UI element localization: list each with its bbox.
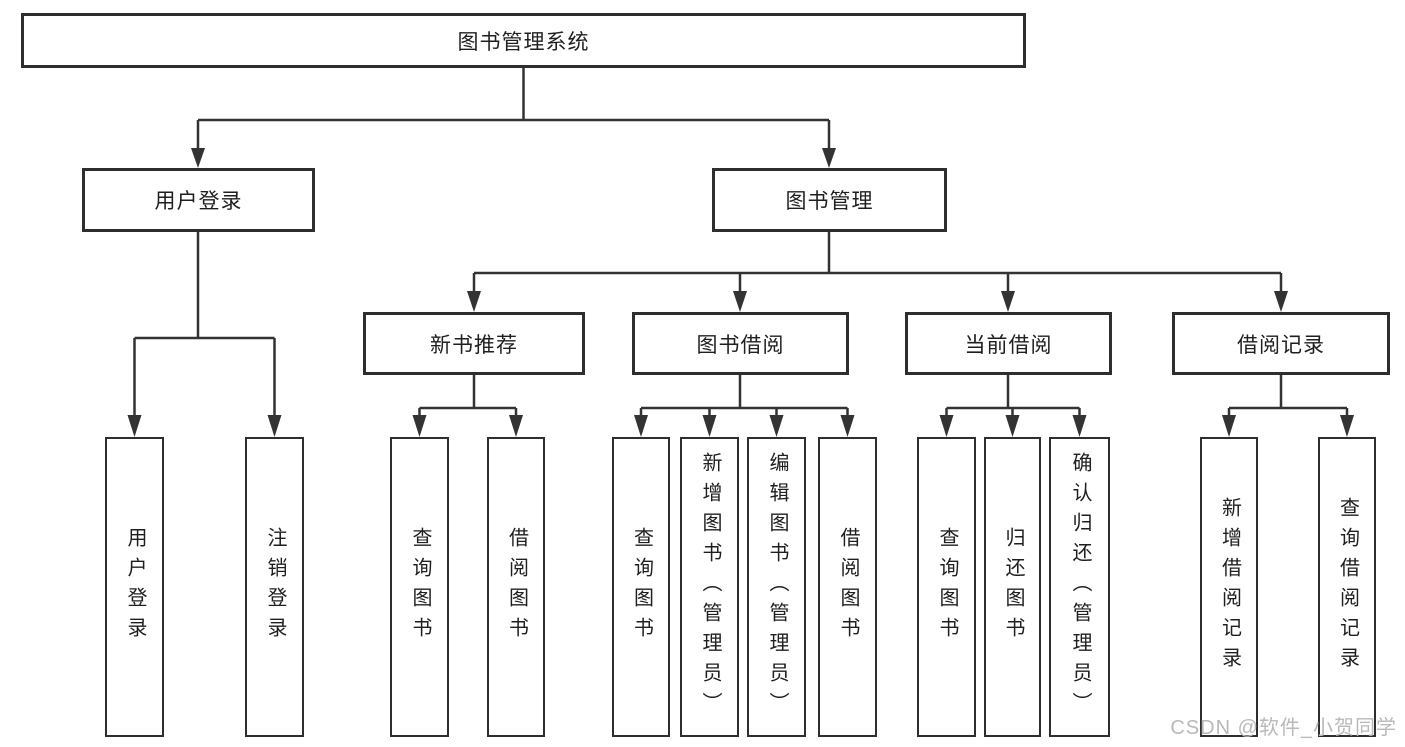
node-cb-return-label: 归还图书 xyxy=(1002,527,1024,647)
node-book-mgmt-label: 图书管理 xyxy=(785,190,874,213)
csdn-watermark: CSDN @软件_小贺同学 xyxy=(1170,717,1397,739)
node-book-mgmt: 图书管理 xyxy=(712,168,947,232)
node-new-book-rec-label: 新书推荐 xyxy=(430,333,518,357)
edge-borrow-records-to-leaves xyxy=(1222,375,1354,437)
node-user-login-branch-label: 用户登录 xyxy=(154,190,243,213)
node-current-borrow-label: 当前借阅 xyxy=(964,333,1053,357)
node-login: 用户登录 xyxy=(105,437,164,737)
node-root: 图书管理系统 xyxy=(21,13,1026,68)
node-borrow-records-label: 借阅记录 xyxy=(1237,333,1325,357)
node-bb-borrow: 借阅图书 xyxy=(818,437,877,737)
node-logout: 注销登录 xyxy=(245,437,304,737)
node-login-label: 用户登录 xyxy=(124,527,146,647)
node-cb-confirm: 确认归还（管理员） xyxy=(1049,437,1110,737)
node-root-label: 图书管理系统 xyxy=(457,30,590,54)
edge-new-book-rec-to-leaves xyxy=(412,375,523,437)
node-cb-query: 查询图书 xyxy=(917,437,976,737)
node-br-add-label: 新增借阅记录 xyxy=(1218,497,1241,677)
node-nbr-query: 查询图书 xyxy=(390,437,449,737)
node-nbr-borrow-label: 借阅图书 xyxy=(505,527,528,647)
edge-current-borrow-to-leaves xyxy=(939,375,1087,437)
node-user-login-branch: 用户登录 xyxy=(82,168,315,232)
node-bb-add-label: 新增图书（管理员） xyxy=(699,452,721,722)
edge-user-login-to-leaves xyxy=(127,232,282,437)
node-bb-edit: 编辑图书（管理员） xyxy=(747,437,806,737)
node-logout-label: 注销登录 xyxy=(264,527,286,647)
node-br-add: 新增借阅记录 xyxy=(1200,437,1258,737)
node-bb-query-label: 查询图书 xyxy=(630,527,653,647)
node-bb-query: 查询图书 xyxy=(612,437,670,737)
node-borrow-records: 借阅记录 xyxy=(1172,312,1390,375)
node-br-query: 查询借阅记录 xyxy=(1318,437,1376,737)
node-cb-confirm-label: 确认归还（管理员） xyxy=(1069,452,1091,722)
node-cb-query-label: 查询图书 xyxy=(936,527,958,647)
node-book-borrow: 图书借阅 xyxy=(632,312,849,375)
edge-book-borrow-to-leaves xyxy=(634,375,855,437)
node-cb-return: 归还图书 xyxy=(984,437,1041,737)
node-new-book-rec: 新书推荐 xyxy=(363,312,585,375)
node-nbr-borrow: 借阅图书 xyxy=(487,437,545,737)
edge-root-to-level2 xyxy=(191,68,836,168)
node-book-borrow-label: 图书借阅 xyxy=(696,333,785,357)
edge-book-mgmt-to-level3 xyxy=(467,232,1288,312)
node-br-query-label: 查询借阅记录 xyxy=(1336,497,1359,677)
node-bb-add: 新增图书（管理员） xyxy=(680,437,739,737)
node-nbr-query-label: 查询图书 xyxy=(409,527,431,647)
node-bb-edit-label: 编辑图书（管理员） xyxy=(766,452,788,722)
node-bb-borrow-label: 借阅图书 xyxy=(837,527,859,647)
node-current-borrow: 当前借阅 xyxy=(905,312,1112,375)
